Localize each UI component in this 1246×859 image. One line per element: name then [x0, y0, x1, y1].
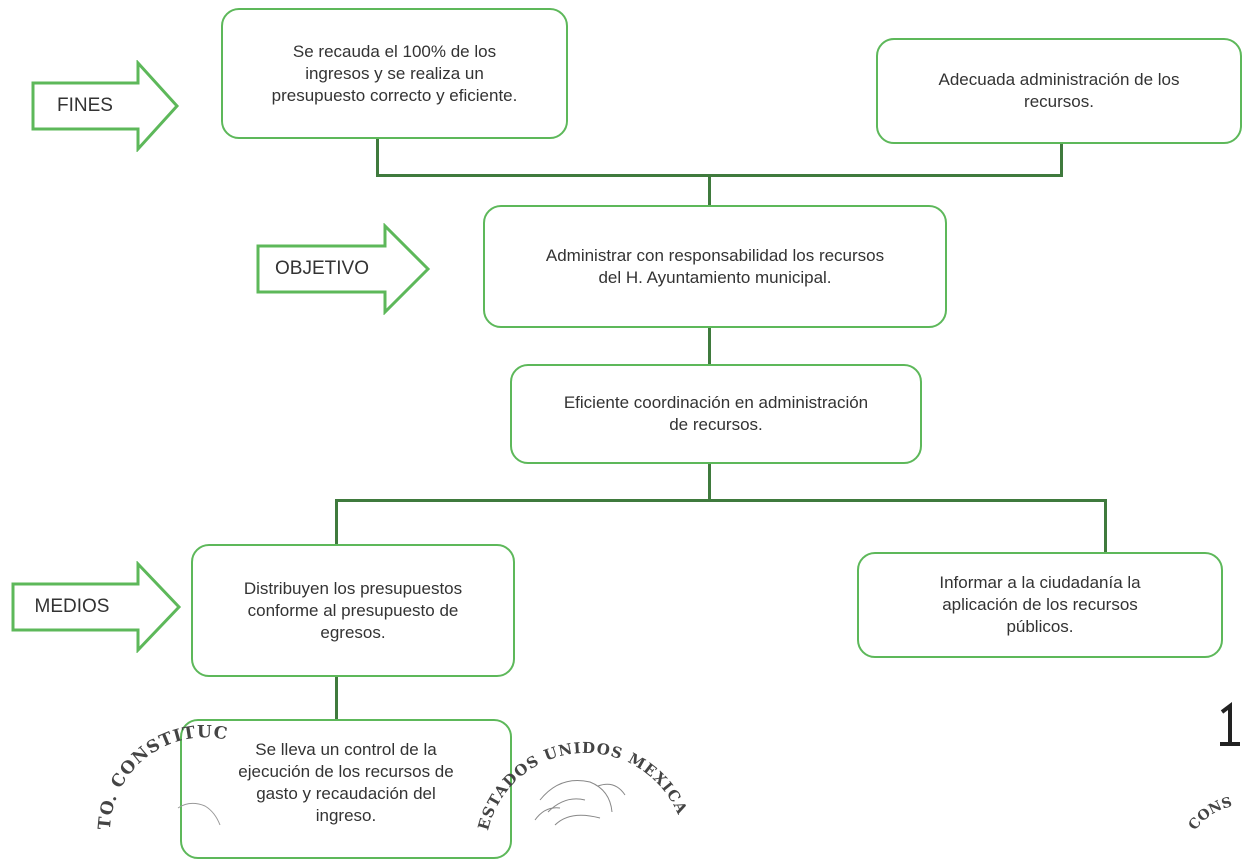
connector-medio1-medio3	[335, 676, 338, 720]
right-seal: CONS	[1186, 702, 1240, 831]
medios-arrow	[11, 561, 182, 653]
connector-to-medio1	[335, 499, 338, 545]
coordinacion-box-text: Eficiente coordinación en administración…	[563, 393, 869, 434]
objetivo-arrow	[256, 223, 431, 315]
medio-box-1-text: Distribuyen los presupuestos conforme al…	[243, 578, 463, 642]
fin-box-1-text: Se recauda el 100% de los ingresos y se …	[271, 41, 518, 105]
medio-box-3-text: Se lleva un control de la ejecución de l…	[238, 740, 454, 825]
fines-label: FINES	[57, 95, 113, 116]
eagle-emblem-icon	[534, 780, 626, 826]
connector-to-objetivo	[708, 174, 711, 206]
connector-coordinacion-down	[708, 463, 711, 501]
objetivo-label: OBJETIVO	[275, 258, 369, 279]
medios-label: MEDIOS	[34, 596, 110, 617]
medio-box-2-text: Informar a la ciudadanía la aplicación d…	[939, 573, 1141, 636]
connector-medios-horizontal	[335, 499, 1107, 502]
right-seal-text: CONS	[1186, 794, 1234, 831]
coordinacion-box: Eficiente coordinación en administración…	[510, 364, 922, 464]
connector-fines-horizontal	[376, 174, 1063, 177]
fines-arrow	[31, 60, 180, 152]
connector-fin1-down	[376, 138, 379, 176]
medio-box-1: Distribuyen los presupuestos conforme al…	[191, 544, 515, 677]
connector-to-medio2	[1104, 499, 1107, 553]
fin-box-2: Adecuada administración de los recursos.	[876, 38, 1242, 144]
medio-box-3: Se lleva un control de la ejecución de l…	[180, 719, 512, 859]
objetivo-box-text: Administrar con responsabilidad los recu…	[545, 245, 885, 287]
connector-objetivo-coordinacion	[708, 327, 711, 365]
connector-fin2-down	[1060, 142, 1063, 176]
objetivo-box: Administrar con responsabilidad los recu…	[483, 205, 947, 328]
fin-box-1: Se recauda el 100% de los ingresos y se …	[221, 8, 568, 139]
medio-box-2: Informar a la ciudadanía la aplicación d…	[857, 552, 1223, 658]
svg-text:CONS: CONS	[1186, 794, 1234, 831]
handwritten-mark-icon	[1220, 702, 1240, 746]
fin-box-2-text: Adecuada administración de los recursos.	[938, 70, 1180, 111]
